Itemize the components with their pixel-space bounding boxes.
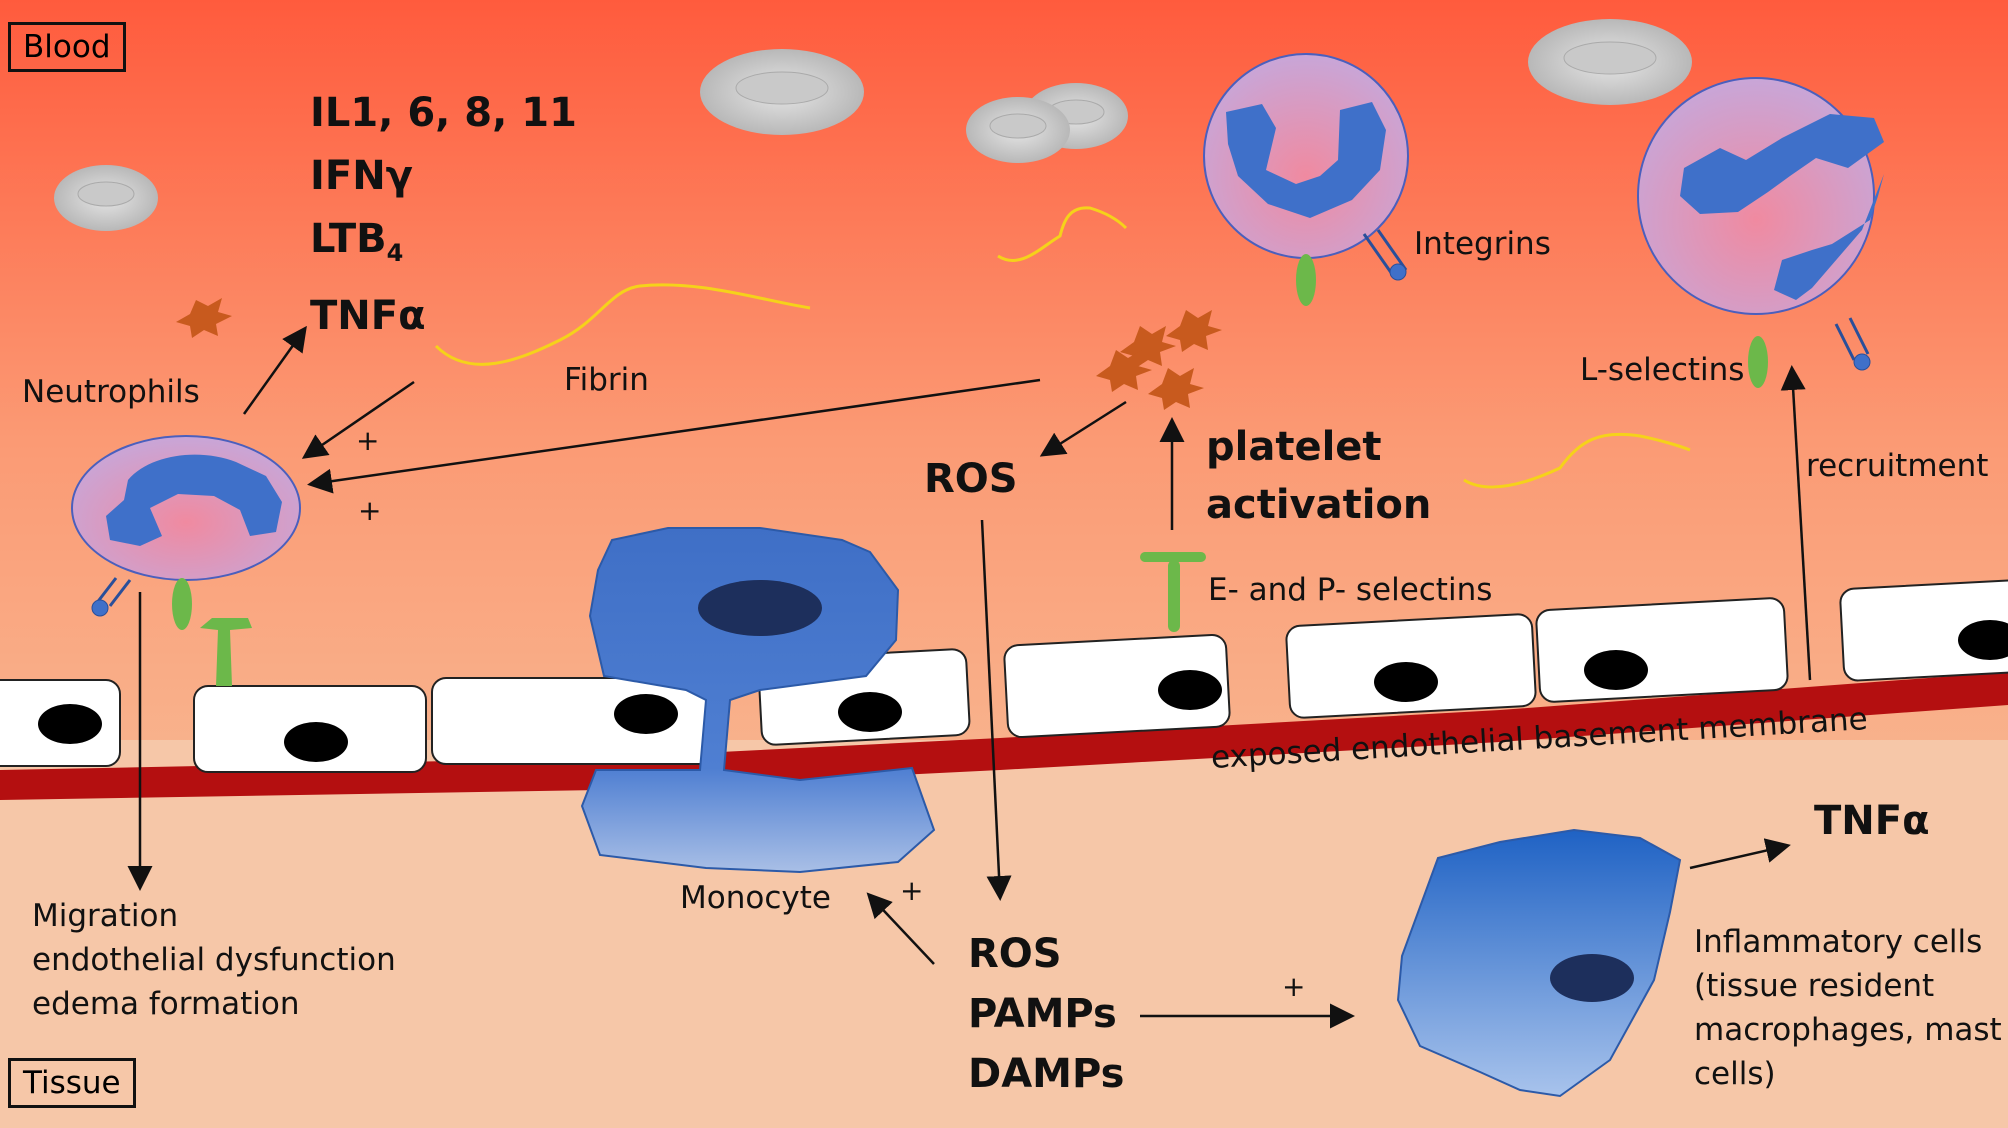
- inflammatory-line: (tissue resident: [1694, 968, 1935, 1004]
- endothelial-nucleus: [1374, 662, 1438, 702]
- platelet-activation-label: platelet activation: [1206, 418, 1431, 534]
- neutrophil-left: [71, 435, 301, 630]
- migration-outcomes: Migration endothelial dysfunction edema …: [32, 894, 396, 1026]
- endothelial-nucleus: [284, 722, 348, 762]
- l-selectins-label: L-selectins: [1580, 352, 1745, 388]
- arrows: [127, 325, 1812, 1029]
- endothelial-nucleus: [1158, 670, 1222, 710]
- inflammatory-cells-description: Inflammatory cells (tissue resident macr…: [1694, 920, 2002, 1096]
- outcome-line: endothelial dysfunction: [32, 942, 396, 978]
- endothelial-cell: [1003, 633, 1231, 739]
- plus-sign: +: [356, 424, 380, 457]
- inflammatory-line: cells): [1694, 1056, 1776, 1092]
- neutrophil-right: [1637, 77, 1884, 388]
- danger-signals: ROS PAMPs DAMPs: [968, 924, 1124, 1104]
- fibrin-label: Fibrin: [564, 362, 649, 398]
- cytokine-subscript: 4: [386, 239, 404, 267]
- recruitment-label: recruitment: [1806, 448, 1989, 484]
- basement-membrane: [0, 672, 2008, 800]
- endothelial-nucleus: [1958, 620, 2008, 660]
- e-p-selectins-label: E- and P- selectins: [1208, 572, 1493, 608]
- danger-signal: ROS: [968, 931, 1062, 977]
- ros-label: ROS: [924, 456, 1018, 502]
- outcome-line: edema formation: [32, 986, 300, 1022]
- endothelial-nucleus: [838, 692, 902, 732]
- integrins-label: Integrins: [1414, 226, 1551, 262]
- neutrophil-middle: [1203, 53, 1409, 306]
- cytokine-item: LTB4: [310, 216, 404, 267]
- cytokine-list: IL1, 6, 8, 11 IFNγ LTB4 TNFα: [310, 82, 577, 348]
- red-blood-cells: [54, 19, 1692, 231]
- platelet-activation-line: activation: [1206, 482, 1432, 528]
- cytokine-item: IFNγ: [310, 153, 413, 199]
- monocyte-cell: [580, 527, 936, 874]
- platelet-activation-line: platelet: [1206, 424, 1382, 470]
- danger-signal: PAMPs: [968, 991, 1117, 1037]
- plus-sign: +: [358, 494, 382, 527]
- outcome-line: Migration: [32, 898, 179, 934]
- danger-signal: DAMPs: [968, 1051, 1125, 1097]
- endothelial-cell: [1535, 597, 1789, 703]
- endothelial-selectins: [200, 552, 1206, 686]
- inflammatory-line: Inflammatory cells: [1694, 924, 1983, 960]
- activated-platelets: [176, 298, 1222, 410]
- inflammatory-line: macrophages, mast: [1694, 1012, 2002, 1048]
- monocyte-nucleus: [698, 580, 822, 636]
- tissue-background: [0, 740, 2008, 1128]
- plus-sign: +: [1282, 970, 1306, 1003]
- tnf-tissue-label: TNFα: [1814, 798, 1930, 844]
- endothelial-nucleus: [38, 704, 102, 744]
- endothelial-nucleus: [1584, 650, 1648, 690]
- cytokine-item: IL1, 6, 8, 11: [310, 90, 577, 136]
- neutrophils-label: Neutrophils: [22, 374, 200, 410]
- inflammatory-cell-nucleus: [1550, 954, 1634, 1002]
- fibrin-strands: [434, 206, 1691, 489]
- endothelial-cells: [0, 578, 2008, 773]
- blood-region-label: Blood: [8, 22, 126, 72]
- inflammatory-cell: [1396, 828, 1682, 1098]
- plus-sign: +: [900, 874, 924, 907]
- tissue-region-label: Tissue: [8, 1058, 136, 1108]
- cytokine-item: TNFα: [310, 293, 426, 339]
- monocyte-label: Monocyte: [680, 880, 831, 916]
- endothelial-nucleus: [614, 694, 678, 734]
